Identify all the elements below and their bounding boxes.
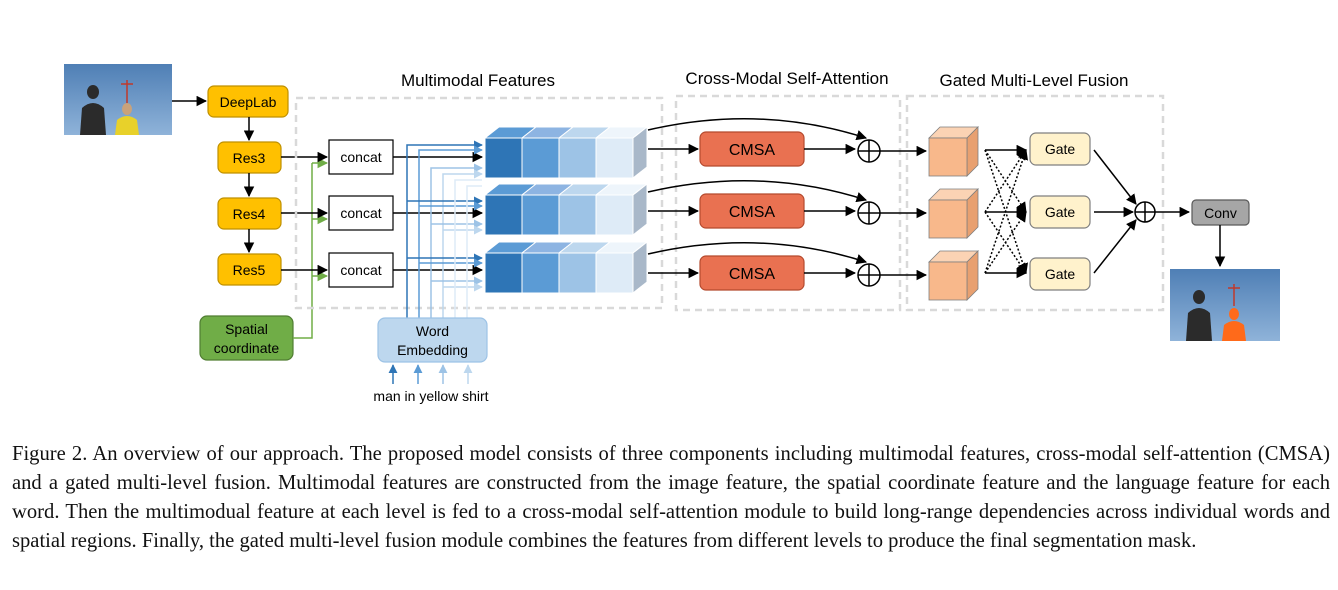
deeplab-label: DeepLab: [220, 94, 277, 110]
sum-node-level4: [857, 201, 881, 225]
gate-label: Gate: [1045, 266, 1076, 282]
cmsa-block-level5: CMSA: [699, 255, 805, 291]
gate-level5: Gate: [1029, 257, 1091, 291]
sum-node-level3: [857, 139, 881, 163]
multimodal-section-title: Multimodal Features: [401, 71, 555, 90]
word-embedding-connectors: [406, 140, 483, 318]
query-text: man in yellow shirt: [373, 388, 488, 404]
figure-caption: Figure 2. An overview of our approach. T…: [12, 443, 1330, 552]
concat-box-res5: concat: [328, 252, 394, 288]
feature-cube-stack-res4: [483, 182, 649, 237]
final-sum-node: [1134, 201, 1156, 223]
cmsa-section-box: [674, 94, 902, 312]
fusion-cube-level3: [928, 126, 979, 177]
output-segmentation-image: [1170, 269, 1280, 341]
concat-box-res3: concat: [328, 139, 394, 175]
word-embedding-label-line2: Embedding: [397, 342, 468, 358]
word-input-arrows: [388, 364, 473, 384]
concat-label: concat: [340, 262, 381, 278]
gate-label: Gate: [1045, 141, 1076, 157]
spatial-coordinate-box: Spatial coordinate: [199, 315, 294, 361]
cmsa-section-title: Cross-Modal Self-Attention: [685, 69, 888, 88]
fusion-cube-level5: [928, 250, 979, 301]
sum-node-level5: [857, 263, 881, 287]
res3-box: Res3: [217, 141, 282, 174]
res4-box: Res4: [217, 197, 282, 230]
cmsa-label: CMSA: [729, 266, 776, 283]
feature-cube-stack-res5: [483, 240, 649, 295]
gate-cross-connections: [984, 144, 1028, 279]
gate-level3: Gate: [1029, 132, 1091, 166]
spatial-label-line1: Spatial: [225, 321, 268, 337]
cmsa-block-level3: CMSA: [699, 131, 805, 167]
res3-label: Res3: [233, 150, 266, 166]
conv-box: Conv: [1191, 199, 1250, 226]
feature-cube-stack-res3: [483, 125, 649, 180]
res4-label: Res4: [233, 206, 266, 222]
fusion-section-title: Gated Multi-Level Fusion: [940, 71, 1129, 90]
gate-level4: Gate: [1029, 195, 1091, 229]
fusion-cube-level4: [928, 188, 979, 239]
cmsa-label: CMSA: [729, 142, 776, 159]
word-embedding-box: Word Embedding: [377, 317, 488, 363]
spatial-label-line2: coordinate: [214, 340, 280, 356]
cmsa-label: CMSA: [729, 204, 776, 221]
deeplab-box: DeepLab: [207, 85, 289, 118]
cmsa-block-level4: CMSA: [699, 193, 805, 229]
concat-label: concat: [340, 205, 381, 221]
input-image: [64, 64, 172, 135]
res5-label: Res5: [233, 262, 266, 278]
conv-label: Conv: [1204, 205, 1237, 221]
gate-label: Gate: [1045, 204, 1076, 220]
concat-label: concat: [340, 149, 381, 165]
multimodal-section-box: [294, 96, 664, 310]
approach-overview-diagram: DeepLab Res3 Res4 Res5 Spatial coordinat…: [64, 64, 1280, 404]
fusion-section-box: [905, 94, 1165, 312]
res5-box: Res5: [217, 253, 282, 286]
concat-box-res4: concat: [328, 195, 394, 231]
multimodal-feature-cubes: [483, 125, 649, 295]
word-embedding-label-line1: Word: [416, 323, 449, 339]
